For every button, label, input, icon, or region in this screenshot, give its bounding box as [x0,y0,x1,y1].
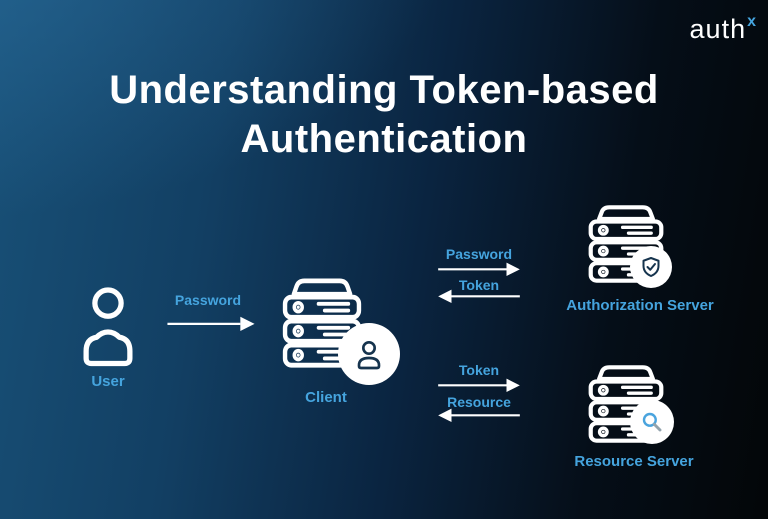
flow-client-resource-request-label: Token [458,362,500,378]
arrow-left-icon [429,288,529,303]
authorization-server-label: Authorization Server [566,297,714,314]
page-title-line2: Authentication [240,116,528,161]
user-icon [83,287,133,367]
shield-check-badge-icon [642,257,660,277]
flow-user-client-label: Password [174,292,242,308]
brand-logo: authx [689,13,757,45]
arrow-right-icon [162,315,260,331]
brand-logo-sup: x [747,13,757,30]
magnifier-badge-icon [642,412,662,432]
arrow-right-icon [429,377,529,392]
client-label: Client [305,389,347,406]
page-title: Understanding Token-based Authentication [0,66,768,164]
page-title-line1: Understanding Token-based [109,68,659,112]
client-person-badge [338,323,400,385]
brand-logo-text: auth [689,14,747,44]
person-badge-icon [357,341,381,370]
flow-client-auth-response-label: Token [458,277,500,293]
auth-shield-badge [630,246,672,288]
flow-client-auth-request-label: Password [445,246,513,262]
arrow-right-icon [429,261,529,276]
arrow-left-icon [429,407,529,422]
resource-magnifier-badge [630,400,674,444]
user-label: User [91,373,125,390]
resource-server-label: Resource Server [574,453,694,470]
flow-client-resource-response-label: Resource [447,394,511,410]
